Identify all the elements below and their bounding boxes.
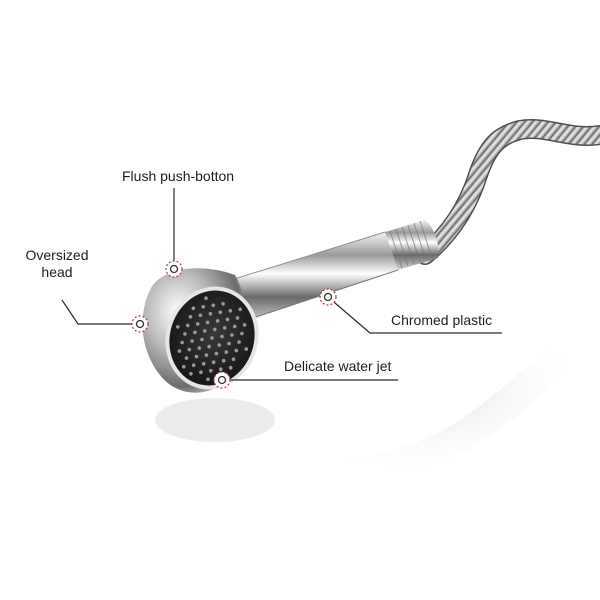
nozzle-dot (209, 368, 213, 373)
nozzle-dot (204, 296, 208, 301)
callout-flush-push-button: Flush push-botton (122, 168, 235, 184)
nozzle-dot (228, 309, 233, 313)
marker-water-jet (213, 371, 231, 389)
shower-handle (214, 220, 439, 326)
nozzle-dot (194, 354, 199, 359)
nozzle-dot (191, 363, 196, 368)
nozzle-dot (237, 340, 241, 344)
marker-flush-button (165, 260, 183, 278)
nozzle-dot (224, 350, 229, 354)
nozzle-dot (220, 334, 224, 339)
floor-shadow (155, 300, 600, 480)
nozzle-dot (231, 357, 236, 362)
nozzle-dot (214, 351, 219, 356)
nozzle-dot (213, 327, 217, 332)
nozzle-dot (182, 364, 186, 369)
nozzle-dot (184, 356, 189, 360)
shower-head (142, 268, 259, 393)
nozzle-dot (190, 339, 194, 343)
nozzle-dot (225, 317, 230, 322)
nozzle-dot (211, 303, 215, 308)
nozzle-dot (203, 329, 207, 333)
nozzle-dot (234, 348, 239, 353)
nozzle-dot (210, 336, 214, 340)
nozzle-dot (221, 358, 226, 363)
nozzle-dot (198, 313, 203, 318)
nozzle-dot (200, 337, 204, 342)
nozzle-dot (230, 333, 234, 337)
nozzle-dot (183, 332, 187, 336)
nozzle-dot (188, 315, 193, 319)
marker-chromed-plastic (319, 288, 337, 306)
nozzle-dot (204, 353, 209, 357)
nozzle-dot (195, 322, 200, 326)
callout-markers (131, 260, 337, 389)
nozzle-dot (176, 325, 180, 329)
nozzle-dot (180, 340, 184, 345)
callout-oversized-line2: head (41, 264, 73, 280)
nozzle-dot (177, 349, 182, 353)
nozzle-dot (189, 371, 193, 376)
nozzle-dot (217, 343, 221, 347)
spray-nozzles (176, 296, 248, 382)
nozzle-dot (242, 323, 247, 327)
nozzle-dot (208, 312, 213, 316)
nozzle-dot (199, 370, 203, 375)
nozzle-dot (201, 305, 205, 309)
nozzle-dot (187, 347, 192, 352)
callout-oversized-head: Oversized head (20, 247, 94, 281)
callout-oversized-line1: Oversized (25, 247, 89, 263)
nozzle-dot (211, 360, 216, 365)
nozzle-dot (228, 365, 233, 370)
callout-delicate-water-jet: Delicate water jet (284, 358, 392, 374)
nozzle-dot (218, 310, 223, 315)
nozzle-dot (221, 302, 225, 306)
nozzle-dot (193, 330, 197, 335)
nozzle-dot (215, 319, 220, 323)
nozzle-dot (191, 306, 196, 311)
nozzle-dot (201, 361, 206, 366)
nozzle-dot (227, 341, 231, 346)
nozzle-dot (205, 320, 210, 325)
callout-lines (61, 188, 502, 381)
nozzle-dot (222, 326, 227, 330)
nozzle-dot (235, 316, 240, 320)
nozzle-dot (244, 347, 248, 351)
callout-chromed-plastic: Chromed plastic (391, 312, 493, 328)
nozzle-dot (232, 324, 237, 329)
nozzle-dot (240, 331, 244, 336)
nozzle-dot (185, 323, 190, 328)
nozzle-dot (197, 346, 202, 350)
nozzle-dot (206, 377, 210, 382)
nozzle-dot (238, 307, 242, 312)
nozzle-dot (207, 344, 211, 349)
flexible-hose (415, 119, 600, 265)
marker-oversized-head (131, 315, 149, 333)
nozzle-dot (219, 367, 223, 372)
